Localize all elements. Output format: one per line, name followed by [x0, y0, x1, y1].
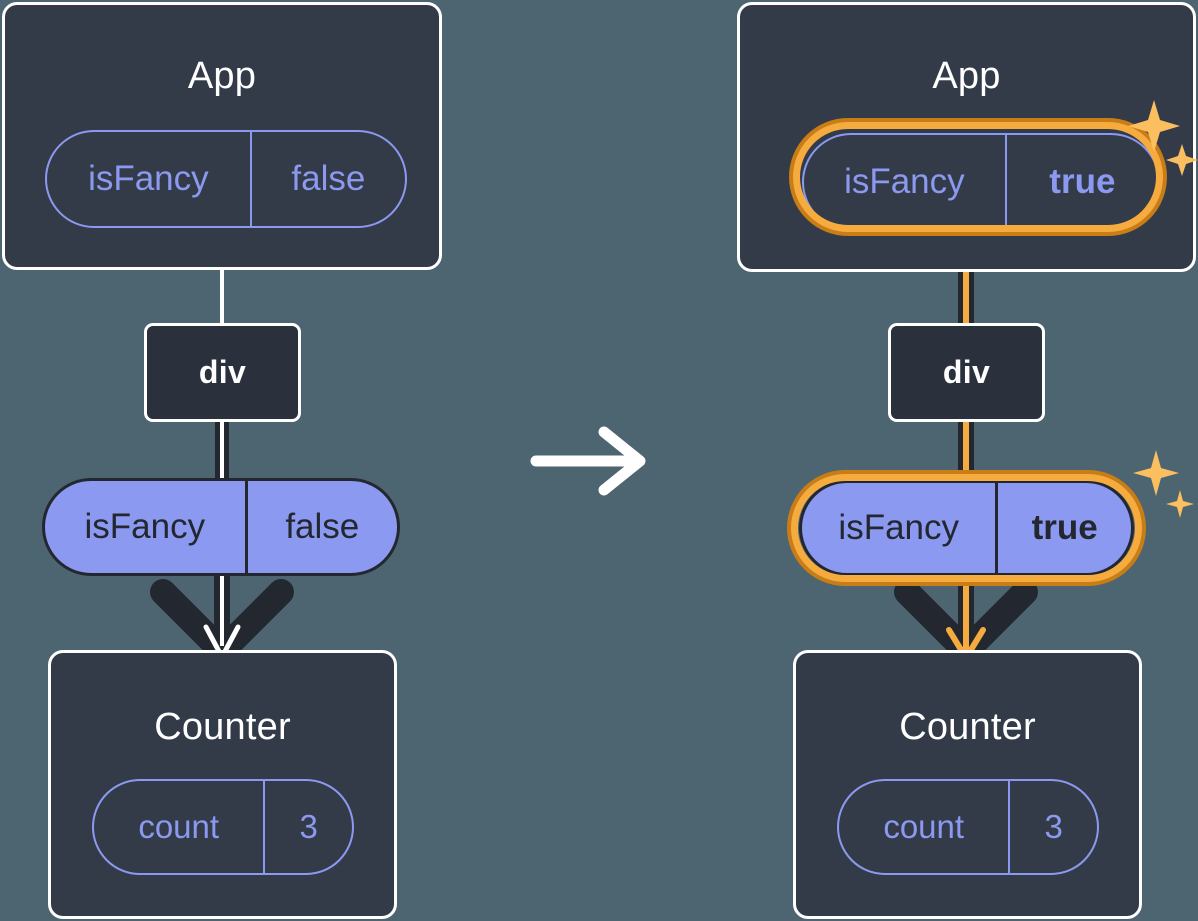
- sparkle-icon-prop: [1133, 450, 1194, 518]
- dom-node-div-after: div: [888, 323, 1045, 422]
- counter-card-title: Counter: [899, 706, 1036, 748]
- state-value: 3: [1008, 781, 1097, 873]
- prop-pill-after: isFancy true: [799, 480, 1134, 576]
- app-card-title: App: [932, 55, 1001, 97]
- counter-component-card-after: Counter count 3: [793, 650, 1142, 919]
- prop-name: isFancy: [838, 508, 960, 547]
- state-name: count: [883, 808, 965, 845]
- prop-name: isFancy: [84, 507, 206, 546]
- sparkle-icon-app: [1128, 100, 1198, 176]
- transition-arrow-icon: [530, 426, 646, 496]
- app-card-title: App: [187, 55, 257, 97]
- prop-value: false: [244, 481, 397, 573]
- prop-value: true: [995, 483, 1131, 573]
- dom-node-label: div: [198, 354, 247, 390]
- counter-component-card-before: Counter count 3: [48, 650, 397, 919]
- app-state-pill-before: isFancy false: [45, 130, 407, 228]
- counter-state-pill-before: count 3: [92, 779, 354, 875]
- app-state-pill-after: isFancy true: [802, 133, 1160, 231]
- counter-card-title: Counter: [154, 706, 291, 748]
- state-value: false: [249, 132, 405, 226]
- dom-node-div-before: div: [144, 323, 301, 422]
- state-value: 3: [263, 781, 352, 873]
- prop-pill-before: isFancy false: [42, 478, 400, 576]
- dom-node-label: div: [942, 354, 991, 390]
- state-name: isFancy: [88, 159, 209, 198]
- state-value: true: [1004, 135, 1158, 229]
- state-name: count: [138, 808, 220, 845]
- counter-state-pill-after: count 3: [837, 779, 1099, 875]
- state-name: isFancy: [844, 162, 965, 201]
- app-component-card-before: App isFancy false: [2, 2, 442, 270]
